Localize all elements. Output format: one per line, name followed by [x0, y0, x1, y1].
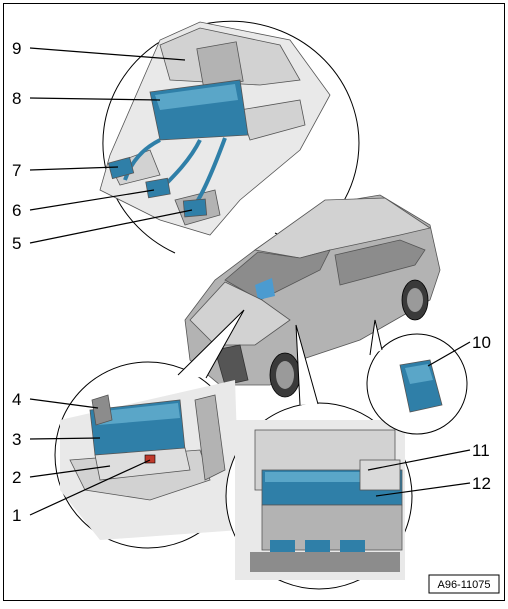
callout-10: 10 [472, 333, 491, 352]
callout-5: 5 [12, 234, 21, 253]
callout-6: 6 [12, 201, 21, 220]
callout-7: 7 [12, 161, 21, 180]
figure-frame [3, 3, 505, 601]
callout-3: 3 [12, 430, 21, 449]
detail-center-console [54, 309, 245, 549]
callout-labels: 9 8 7 6 5 4 3 2 1 10 11 12 [12, 39, 491, 525]
reference-code-box: A96-11075 [428, 574, 500, 594]
detail-roof-console [99, 20, 360, 256]
callout-2: 2 [12, 468, 21, 487]
callout-8: 8 [12, 89, 21, 108]
callout-11: 11 [472, 441, 490, 460]
callout-12: 12 [472, 474, 491, 493]
callout-1: 1 [12, 506, 21, 525]
leader-lines [29, 47, 471, 516]
reference-code: A96-11075 [437, 579, 490, 591]
callout-9: 9 [12, 39, 21, 58]
detail-fuse-box [225, 324, 413, 590]
detail-switch [366, 319, 468, 435]
callout-4: 4 [12, 390, 21, 409]
